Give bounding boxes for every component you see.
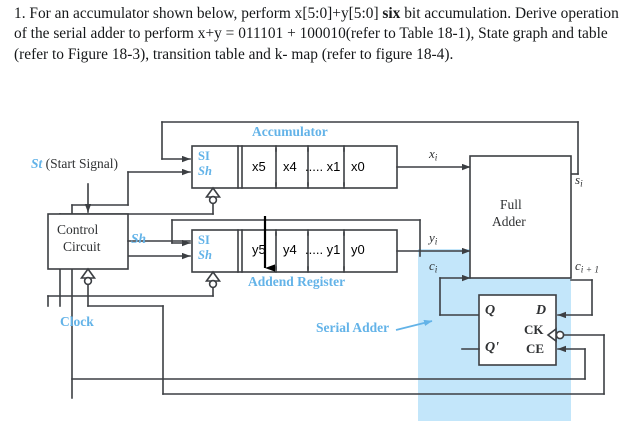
- ctrl-clock-wedge: [79, 267, 97, 279]
- serial-adder-pointer: [395, 319, 433, 331]
- question-line-1a: 1. For an accumulator shown below, perfo…: [14, 5, 383, 22]
- question-bold-six: six: [382, 5, 401, 22]
- addend-cell-y0: y0: [351, 242, 365, 257]
- accumulator-cell-x4: x4: [283, 159, 297, 174]
- ctrl-clock-bubble: [83, 276, 93, 286]
- ff-ck-wedge: [546, 327, 557, 343]
- accumulator-block-diagram: Accumulator Addend Register Serial Adder…: [0, 108, 643, 421]
- question-line-3: Table 18-1), State graph and table (refe…: [14, 25, 608, 63]
- control-circuit-box: [47, 213, 129, 270]
- full-adder-box: [469, 155, 572, 279]
- question-line-4: map (refer to figure 18-4).: [291, 45, 454, 63]
- accumulator-cell-x0: x0: [351, 159, 365, 174]
- addend-cell-y1: ..... y1: [305, 242, 341, 257]
- acc-clock-wedge: [204, 186, 222, 198]
- add-clock-wedge: [204, 270, 222, 282]
- question-line-1b: bit accumulation.: [400, 5, 512, 22]
- question-text: 1. For an accumulator shown below, perfo…: [14, 4, 632, 65]
- accumulator-cell-x5: x5: [252, 159, 266, 174]
- add-clock-bubble: [208, 279, 218, 289]
- addend-register-box: [191, 229, 398, 273]
- question-line-2: Derive operation of the serial adder to …: [14, 5, 619, 43]
- addend-cell-y4: y4: [283, 242, 297, 257]
- diagram-svg: [47, 121, 605, 421]
- ff-ck-bubble: [555, 330, 565, 340]
- accumulator-cell-x1: ..... x1: [305, 159, 341, 174]
- addend-cell-y5: y5: [252, 242, 266, 257]
- d-flipflop-box: [478, 294, 557, 366]
- acc-clock-bubble: [208, 195, 218, 205]
